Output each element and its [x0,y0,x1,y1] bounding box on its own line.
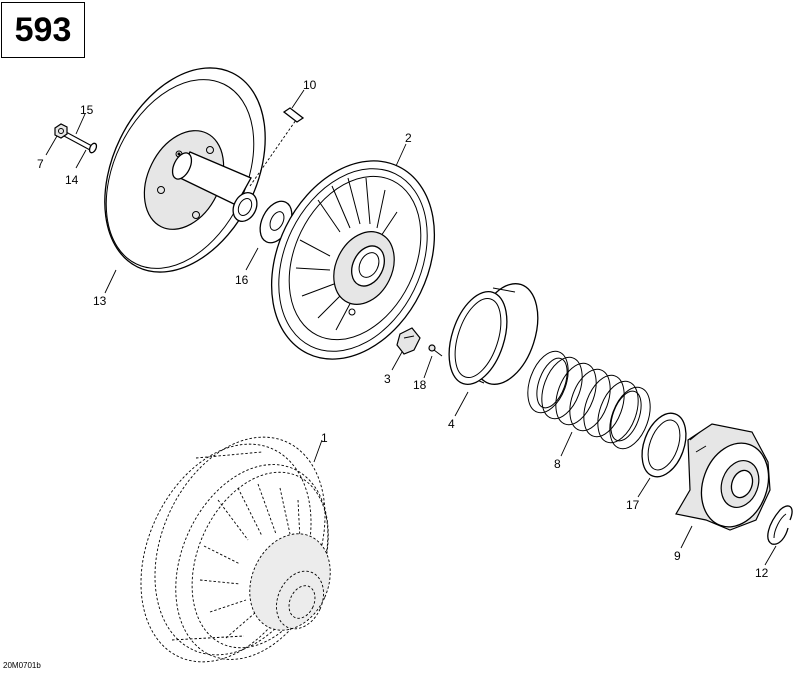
callout-16: 16 [235,273,249,287]
part-4-ring [448,283,539,386]
callout-12: 12 [755,566,769,580]
callout-labels: 1 2 3 4 7 8 9 10 12 13 14 15 16 17 18 [37,78,769,580]
callout-3: 3 [384,372,391,386]
callout-8: 8 [554,457,561,471]
callout-18: 18 [413,378,427,392]
callout-1: 1 [321,431,328,445]
part-7-nut [54,123,68,139]
part-18-screw [428,344,443,357]
part-14-washer [88,142,98,154]
callout-17: 17 [626,498,640,512]
part-12-circlip [767,505,793,545]
callout-13: 13 [93,294,107,308]
part-10-key [282,107,305,123]
callout-10: 10 [303,78,317,92]
part-13-fixed-sheave [104,67,297,273]
page-number-badge: 593 [1,2,85,58]
part-9-cam [675,423,771,531]
part-1-pulley-assembly [140,436,331,663]
part-8-spring [527,350,651,450]
part-2-movable-sheave [270,160,436,360]
part-15-screw [63,131,93,151]
callout-4: 4 [448,417,455,431]
callout-9: 9 [674,549,681,563]
part-3-slider-shoe [396,327,421,355]
callout-14: 14 [65,173,79,187]
part-17-washer [641,412,687,478]
callout-15: 15 [80,103,94,117]
leader-lines [45,89,777,566]
callout-2: 2 [405,131,412,145]
callout-7: 7 [37,157,44,171]
drawing-code: 20M0701b [3,661,41,670]
